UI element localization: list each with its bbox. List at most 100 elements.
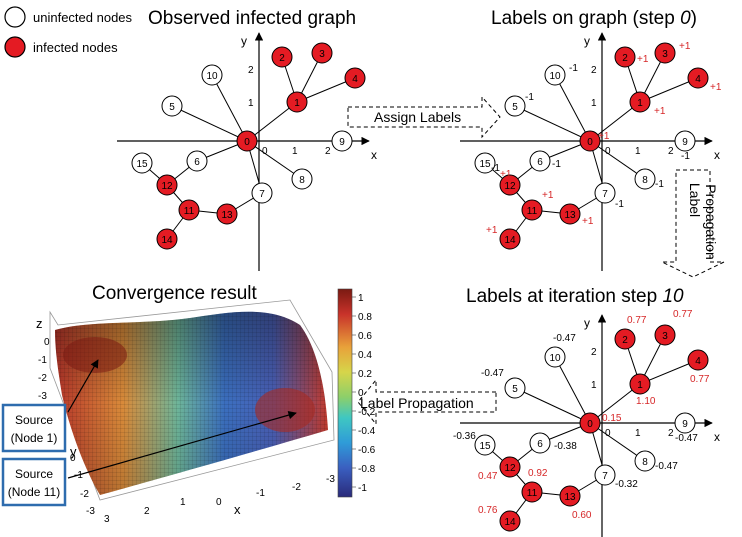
origin-tick: 0 (605, 428, 611, 439)
node-13-value: +1 (582, 216, 594, 227)
node-5-id: 5 (169, 102, 175, 113)
edge-0-8 (589, 422, 646, 462)
node-3-value: 0.77 (673, 309, 693, 320)
source1-line2: (Node 1) (11, 431, 58, 445)
assign-labels-arrow: Assign Labels (347, 95, 501, 139)
node-6 (529, 150, 551, 172)
colorbar-tick-label: 0.2 (358, 369, 372, 380)
node-2-id: 2 (279, 53, 285, 64)
x-tick-1: 1 (635, 428, 641, 439)
node-7-id: 7 (602, 189, 608, 200)
source-peak-node1 (63, 337, 127, 373)
node-5 (504, 95, 526, 117)
node-6-id: 6 (537, 157, 543, 168)
node-5 (504, 377, 526, 399)
node-5-value: -1 (525, 92, 534, 103)
colorbar-tick-label: 1 (358, 293, 364, 304)
node-9-id: 9 (339, 137, 345, 148)
node-14 (499, 510, 521, 532)
node-12-value: 0.47 (478, 471, 498, 482)
node-4-id: 4 (352, 74, 358, 85)
node-10 (544, 346, 566, 368)
node-8 (634, 168, 656, 190)
y-axis-label: y (241, 34, 247, 48)
surface-plot: z0-1-2-3y-3-2-103210-1-2-3x (36, 299, 335, 525)
node-11 (178, 199, 200, 221)
node-2 (614, 328, 636, 350)
edge-0-5 (514, 387, 591, 424)
z-tick-label: -3 (38, 391, 47, 402)
node-10-id: 10 (206, 71, 218, 82)
source11-arrow (67, 411, 297, 479)
node-15-value: -0.36 (453, 431, 476, 442)
propagation-line2: Propagation (703, 184, 719, 260)
edge-0-1 (246, 101, 298, 142)
y-tick-2: 2 (248, 65, 254, 76)
node-2 (614, 46, 636, 68)
node-9 (331, 130, 353, 152)
node-8-value: -1 (655, 179, 664, 190)
edge-0-1 (589, 383, 641, 424)
node-3 (654, 42, 676, 64)
colorbar-tick-label: 0.4 (358, 350, 372, 361)
node-14-id: 14 (161, 235, 173, 246)
node-12-id: 12 (504, 181, 516, 192)
node-3-id: 3 (662, 331, 668, 342)
y-tick-1: 1 (591, 380, 597, 391)
node-7 (594, 182, 616, 204)
x-tick-label: 2 (144, 506, 150, 517)
node-9-value: -0.47 (675, 433, 698, 444)
node-14 (499, 228, 521, 250)
node-11-id: 11 (527, 206, 538, 217)
colorbar-tick-label: -0.6 (358, 445, 376, 456)
colorbar-tick-label: -1 (358, 483, 367, 494)
node-1-id: 1 (637, 380, 643, 391)
node-7-id: 7 (259, 189, 265, 200)
node-10-value: -1 (569, 63, 578, 74)
node-4 (687, 349, 709, 371)
node-10 (544, 64, 566, 86)
edge-0-10 (211, 74, 248, 142)
colorbar-gradient (337, 288, 353, 498)
node-12 (499, 174, 521, 196)
x-axis-label: x (371, 148, 377, 162)
node-15 (131, 152, 153, 174)
node-8 (291, 168, 313, 190)
labels-step0-title: Labels on graph (step 0) (491, 8, 697, 29)
node-12 (156, 174, 178, 196)
x-tick-2: 2 (325, 146, 331, 157)
source-annotations: Source (Node 1) Source (Node 11) (1, 359, 297, 507)
node-2 (271, 46, 293, 68)
y-tick-label: 0 (70, 453, 76, 464)
x-tick-label: 3 (104, 514, 110, 525)
node-4-id: 4 (695, 356, 701, 367)
source1-arrow (67, 359, 99, 413)
node-8-id: 8 (299, 175, 305, 186)
x-tick-2: 2 (668, 428, 674, 439)
node-7 (251, 182, 273, 204)
y-axis-label: y (584, 34, 590, 48)
node-9 (674, 412, 696, 434)
node-5-value: -0.47 (481, 368, 504, 379)
source11-line2: (Node 11) (8, 485, 60, 499)
node-2-value: 0.77 (627, 315, 647, 326)
surface-axes-box (49, 299, 335, 501)
node-4 (344, 67, 366, 89)
node-1 (629, 373, 651, 395)
legend: uninfected nodes infected nodes (4, 6, 133, 58)
node-10 (201, 64, 223, 86)
colorbar-tick-label: -0.4 (358, 426, 376, 437)
colorbar-tick-label: -0.2 (358, 407, 376, 418)
node-13-id: 13 (564, 210, 576, 221)
source-box-node1 (1, 403, 67, 453)
source11-line1: Source (15, 467, 53, 481)
node-2-id: 2 (622, 335, 628, 346)
node-6 (529, 432, 551, 454)
node-4-id: 4 (695, 74, 701, 85)
y-tick-label: -3 (86, 506, 95, 517)
node-0-value: +1 (598, 131, 610, 142)
node-15-id: 15 (479, 159, 491, 170)
label-propagation-text: Label Propagation (360, 395, 474, 411)
node-8 (634, 450, 656, 472)
